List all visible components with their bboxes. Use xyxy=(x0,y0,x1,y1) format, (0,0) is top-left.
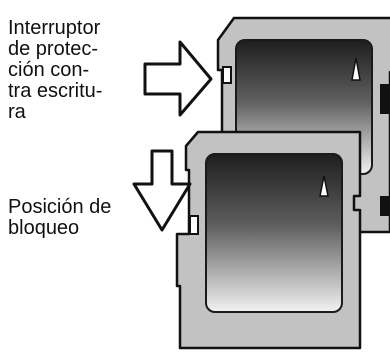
memory-card-front xyxy=(175,130,362,350)
label-line: Interruptor xyxy=(8,17,101,39)
label-line: tra escritu- xyxy=(8,80,103,102)
card-back-side-notch-lower xyxy=(380,196,390,216)
write-protect-switch-locked xyxy=(189,215,199,235)
card-front-window xyxy=(205,153,343,313)
label-line: ra xyxy=(8,101,26,123)
hollow-arrow-down-icon xyxy=(132,149,192,232)
triangle-marker-icon xyxy=(351,57,361,81)
hollow-arrow-right-icon xyxy=(143,40,213,117)
label-line: Posición de xyxy=(8,196,112,218)
label-line: bloqueo xyxy=(8,217,80,239)
label-line: de protec- xyxy=(8,38,99,60)
lock-position-label: Posición de bloqueo xyxy=(8,197,111,239)
triangle-marker-icon xyxy=(319,175,329,197)
card-back-side-notch xyxy=(380,84,390,114)
write-protect-switch-unlocked xyxy=(222,66,232,84)
write-protect-switch-label: Interruptor de protec- ción con- tra esc… xyxy=(8,18,102,123)
label-line: ción con- xyxy=(8,59,90,81)
